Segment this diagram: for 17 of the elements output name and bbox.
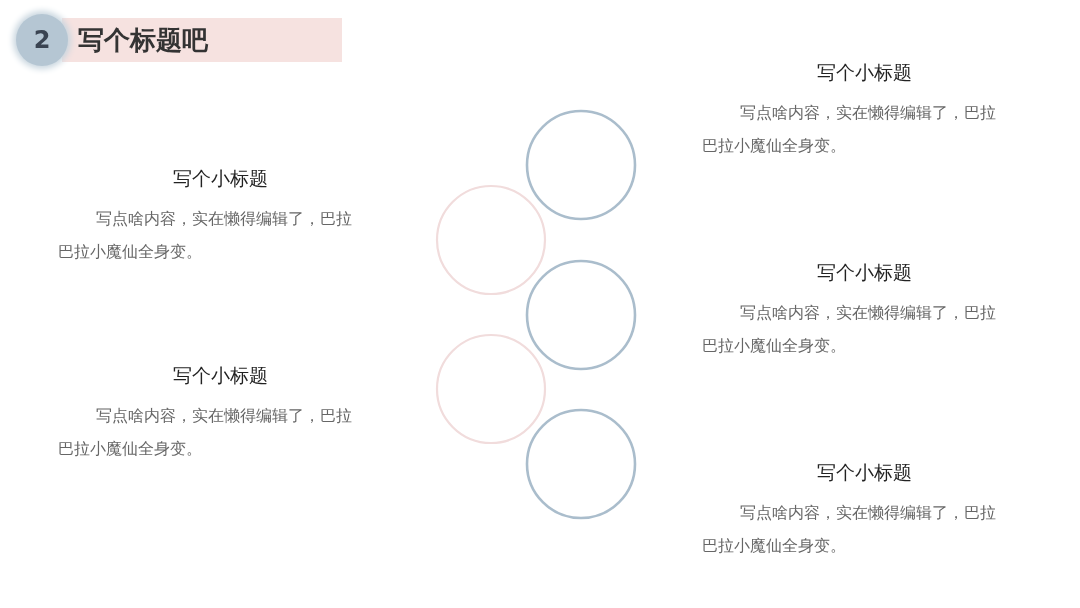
subheading: 写个小标题: [816, 261, 912, 283]
body-text: 写点啥内容，实在懒得编辑了，巴拉巴拉小魔仙全身变。: [58, 405, 353, 460]
circle-outline: [525, 109, 637, 221]
subheading: 写个小标题: [816, 461, 912, 483]
circle-outline: [435, 333, 547, 445]
body-text: 写点啥内容，实在懒得编辑了，巴拉巴拉小魔仙全身变。: [702, 502, 997, 557]
subheading: 写个小标题: [172, 167, 268, 189]
circle-outline: [525, 259, 637, 371]
subheading: 写个小标题: [816, 61, 912, 83]
subheading: 写个小标题: [172, 364, 268, 386]
title: 写个标题吧: [78, 24, 208, 57]
body-text: 写点啥内容，实在懒得编辑了，巴拉巴拉小魔仙全身变。: [58, 208, 353, 263]
body-text: 写点啥内容，实在懒得编辑了，巴拉巴拉小魔仙全身变。: [702, 102, 997, 157]
circle-outline: [435, 184, 547, 296]
number-badge: 2: [16, 14, 68, 66]
body-text: 写点啥内容，实在懒得编辑了，巴拉巴拉小魔仙全身变。: [702, 302, 997, 357]
circle-outline: [525, 408, 637, 520]
